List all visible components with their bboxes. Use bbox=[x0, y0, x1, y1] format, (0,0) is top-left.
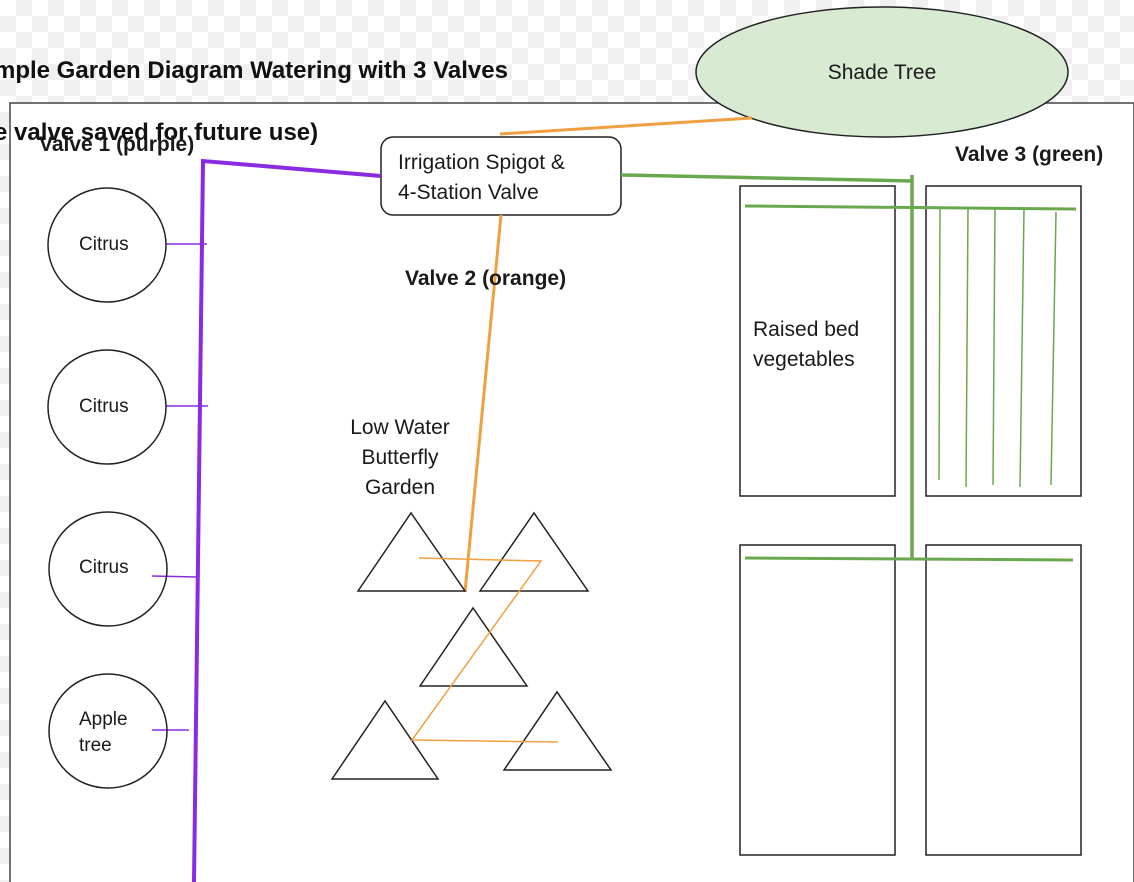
plant-triangle-5 bbox=[502, 690, 613, 771]
drip-line-2 bbox=[965, 208, 969, 488]
diagram-title: mple Garden Diagram Watering with 3 Valv… bbox=[0, 24, 674, 179]
tree-label-2: Citrus bbox=[79, 396, 129, 417]
raised-beds bbox=[739, 185, 1082, 856]
raised-bed-3 bbox=[739, 544, 896, 856]
valve1-label: Valve 1 (purple) bbox=[39, 133, 195, 156]
drip-line-5 bbox=[1050, 211, 1057, 486]
butterfly-garden-label: Low Water Butterfly Garden bbox=[350, 416, 450, 499]
valve2-label: Valve 2 (orange) bbox=[405, 267, 567, 290]
raised-bed-1 bbox=[739, 185, 896, 497]
valve3-header-top bbox=[744, 204, 1077, 211]
plant-triangle-1 bbox=[356, 511, 467, 592]
spigot-label: Irrigation Spigot & 4-Station Valve bbox=[398, 151, 565, 204]
valve1-main-line bbox=[192, 158, 382, 882]
valve3-label: Valve 3 (green) bbox=[955, 143, 1104, 166]
tree-label-3: Citrus bbox=[79, 557, 129, 578]
tree-label-1: Citrus bbox=[79, 234, 129, 255]
valve3-main-line bbox=[620, 173, 913, 183]
valve2-line-to-tree bbox=[499, 116, 753, 136]
valve2-drip-lines bbox=[410, 557, 559, 743]
drip-line-1 bbox=[938, 208, 941, 481]
plant-triangle-3 bbox=[418, 606, 529, 687]
shade-tree-label: Shade Tree bbox=[827, 61, 937, 84]
tree-circle-4 bbox=[48, 673, 168, 789]
raised-bed-2 bbox=[925, 185, 1082, 497]
tree-circle-2 bbox=[47, 349, 167, 465]
shade-tree-shape bbox=[695, 6, 1069, 138]
butterfly-garden-plants bbox=[330, 511, 613, 780]
valve1-lines bbox=[151, 158, 382, 882]
valve3-lines bbox=[620, 173, 914, 560]
raised-bed-label: Raised bed vegetables bbox=[753, 318, 860, 371]
title-line-1: mple Garden Diagram Watering with 3 Valv… bbox=[0, 57, 508, 84]
valve3-header-bottom bbox=[744, 556, 1074, 562]
valve1-branch-3 bbox=[151, 575, 197, 578]
valve3-drip-lines bbox=[744, 204, 1077, 562]
raised-bed-4 bbox=[925, 544, 1082, 856]
title-line-2: e valve saved for future use) bbox=[0, 119, 319, 146]
plant-triangle-2 bbox=[478, 511, 590, 592]
tree-label-4: Apple tree bbox=[79, 709, 128, 756]
valve2-main-line bbox=[463, 214, 503, 593]
drip-line-4 bbox=[1019, 208, 1025, 488]
valve2-drip-path bbox=[410, 557, 559, 743]
tree-circle-3 bbox=[48, 511, 168, 627]
tree-circle-1 bbox=[47, 187, 167, 303]
drip-line-3 bbox=[992, 208, 996, 486]
